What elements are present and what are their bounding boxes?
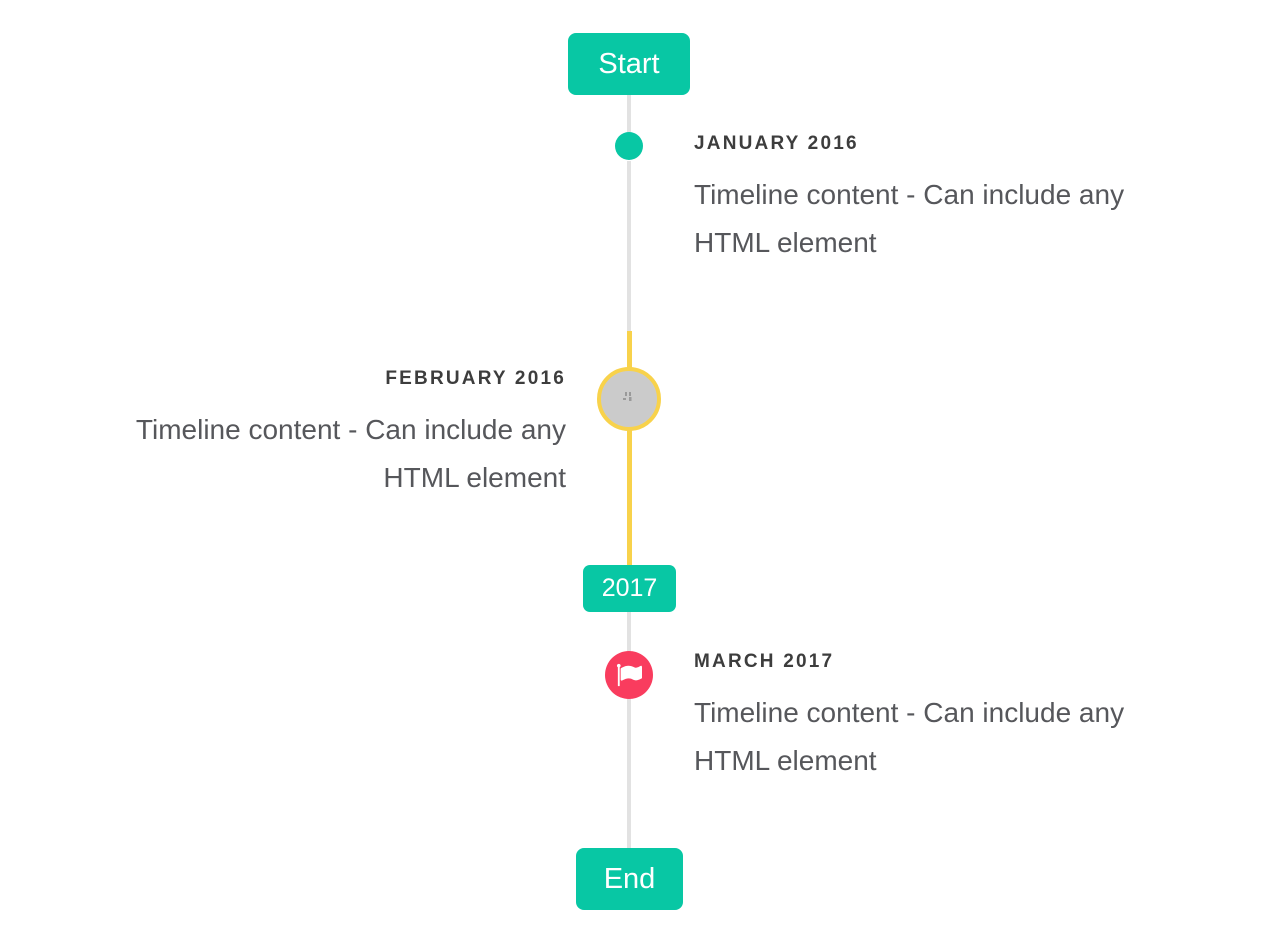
timeline-entry-march-2017: MARCH 2017 Timeline content - Can includ… xyxy=(694,652,1224,785)
flag-circle-marker-march xyxy=(605,651,653,699)
year-2017-button[interactable]: 2017 xyxy=(583,565,676,612)
timeline-entry-january-2016: JANUARY 2016 Timeline content - Can incl… xyxy=(694,134,1224,267)
entry-content: Timeline content - Can include any HTML … xyxy=(694,179,1125,258)
timeline-line-segment xyxy=(627,95,631,133)
timeline-line-segment xyxy=(627,612,631,653)
entry-date-title: MARCH 2017 xyxy=(694,651,835,672)
timeline-line-segment xyxy=(627,161,631,332)
timeline-line-segment-highlight xyxy=(627,331,632,371)
entry-date-title: FEBRUARY 2016 xyxy=(385,368,566,389)
timeline-line-segment xyxy=(627,698,631,848)
end-button[interactable]: End xyxy=(576,848,683,910)
dot-marker-january xyxy=(615,132,643,160)
broken-image-icon xyxy=(622,390,636,408)
image-circle-marker-february xyxy=(597,367,661,431)
start-button[interactable]: Start xyxy=(568,33,690,95)
timeline-entry-february-2016: FEBRUARY 2016 Timeline content - Can inc… xyxy=(36,369,566,502)
entry-content: Timeline content - Can include any HTML … xyxy=(135,414,566,493)
entry-content: Timeline content - Can include any HTML … xyxy=(694,697,1125,776)
flag-icon xyxy=(616,662,642,688)
entry-date-title: JANUARY 2016 xyxy=(694,133,859,154)
timeline-line-segment-highlight xyxy=(627,428,632,565)
